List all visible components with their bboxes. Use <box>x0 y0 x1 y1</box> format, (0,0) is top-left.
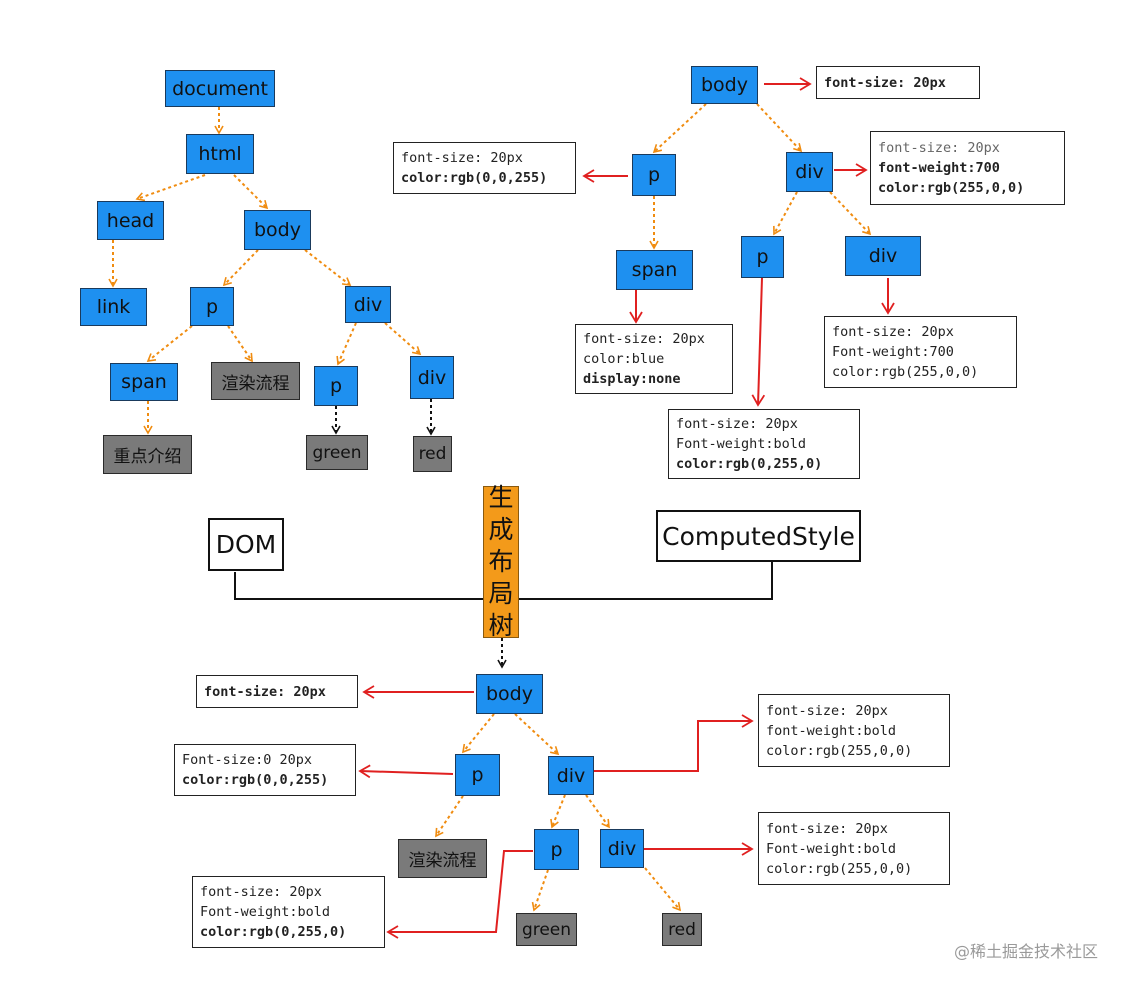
style-p-line-2: color:rgb(0,0,255) <box>401 170 548 186</box>
layout-node-div: div <box>548 756 594 795</box>
style-div2-box: font-size: 20px Font-weight:700 color:rg… <box>824 316 1017 388</box>
layout-div2-line-3: color:rgb(255,0,0) <box>766 860 913 877</box>
style-node-p2: p <box>741 236 784 278</box>
layout-div-line-1: font-size: 20px <box>766 702 888 719</box>
layout-div-box: font-size: 20px font-weight:bold color:r… <box>758 694 950 767</box>
dom-node-text-green: green <box>306 435 368 470</box>
dom-node-text-intro: 重点介绍 <box>103 435 192 474</box>
style-div-box: font-size: 20px font-weight:700 color:rg… <box>870 131 1065 205</box>
layout-node-p2: p <box>534 829 579 870</box>
dom-node-div: div <box>345 286 391 323</box>
layout-div2-box: font-size: 20px Font-weight:bold color:r… <box>758 812 950 885</box>
layout-node-text-render: 渲染流程 <box>398 839 487 878</box>
layout-p-line-2: color:rgb(0,0,255) <box>182 772 329 788</box>
layout-node-body: body <box>476 674 543 714</box>
dom-node-link: link <box>80 288 147 326</box>
style-span-line-1: font-size: 20px <box>583 331 705 347</box>
generate-char-1: 生 <box>488 483 514 512</box>
layout-tree-arrows <box>358 685 754 939</box>
style-node-p: p <box>632 154 676 196</box>
layout-node-div2: div <box>600 829 644 868</box>
dom-tree-leaf-edges <box>331 399 436 436</box>
layout-node-text-red: red <box>662 913 702 946</box>
style-node-div: div <box>786 152 833 192</box>
style-node-span: span <box>616 250 693 290</box>
layout-tree-edges <box>435 713 682 912</box>
layout-div2-line-2: Font-weight:bold <box>766 840 897 857</box>
generate-char-5: 树 <box>488 611 514 640</box>
dom-node-p: p <box>190 287 234 326</box>
style-p2-line-3: color:rgb(0,255,0) <box>676 456 823 472</box>
style-div-line-1: font-size: 20px <box>878 140 1000 156</box>
style-div2-line-3: color:rgb(255,0,0) <box>832 364 979 380</box>
style-p2-line-1: font-size: 20px <box>676 416 798 432</box>
layout-p2-line-3: color:rgb(0,255,0) <box>200 924 347 940</box>
computed-style-label: ComputedStyle <box>656 510 861 562</box>
dom-node-text-red: red <box>413 436 452 472</box>
style-tree-arrows <box>582 77 895 407</box>
layout-p-box: Font-size:0 20px color:rgb(0,0,255) <box>174 744 356 796</box>
generate-char-4: 局 <box>488 579 514 608</box>
dom-node-html: html <box>186 134 254 174</box>
style-body-box: font-size: 20px <box>816 66 980 99</box>
layout-node-p: p <box>455 754 500 796</box>
dom-node-body: body <box>244 210 311 250</box>
layout-node-text-green: green <box>516 913 577 946</box>
style-div2-line-2: Font-weight:700 <box>832 344 954 360</box>
generate-layout-tree-label: 生 成 布 局 树 <box>483 483 519 640</box>
generate-char-3: 布 <box>488 547 514 576</box>
dom-node-div2: div <box>410 356 454 399</box>
style-div2-line-1: font-size: 20px <box>832 324 954 340</box>
layout-body-box: font-size: 20px <box>196 675 358 708</box>
style-node-div2: div <box>845 236 921 276</box>
layout-p-line-1: Font-size:0 20px <box>182 752 313 768</box>
style-tree-edges <box>649 103 872 250</box>
style-div-line-3: color:rgb(255,0,0) <box>878 180 1025 196</box>
dom-node-text-render: 渲染流程 <box>211 362 300 400</box>
dom-node-document: document <box>165 70 275 107</box>
style-node-body: body <box>691 66 758 104</box>
style-body-line-1: font-size: 20px <box>824 74 946 91</box>
dom-node-p2: p <box>314 366 358 406</box>
dom-node-head: head <box>97 201 164 240</box>
layout-p2-box: font-size: 20px Font-weight:bold color:r… <box>192 876 385 948</box>
style-p-box: font-size: 20px color:rgb(0,0,255) <box>393 142 576 194</box>
style-span-box: font-size: 20px color:blue display:none <box>575 324 733 394</box>
layout-div-line-2: font-weight:bold <box>766 722 897 739</box>
layout-p2-line-1: font-size: 20px <box>200 884 322 900</box>
generate-char-2: 成 <box>488 515 514 544</box>
dom-node-span: span <box>110 363 178 401</box>
style-p2-line-2: Font-weight:bold <box>676 436 807 452</box>
layout-div-line-3: color:rgb(255,0,0) <box>766 742 913 759</box>
style-div-line-2: font-weight:700 <box>878 160 1000 176</box>
style-p-line-1: font-size: 20px <box>401 150 523 166</box>
dom-tree-edges <box>108 107 422 435</box>
dom-label: DOM <box>208 518 284 571</box>
style-span-line-3: display:none <box>583 371 681 387</box>
style-p2-box: font-size: 20px Font-weight:bold color:r… <box>668 409 860 479</box>
layout-div2-line-1: font-size: 20px <box>766 820 888 837</box>
layout-p2-line-2: Font-weight:bold <box>200 904 331 920</box>
watermark: @稀土掘金技术社区 <box>954 942 1099 961</box>
layout-body-line-1: font-size: 20px <box>204 683 326 700</box>
style-span-line-2: color:blue <box>583 351 665 367</box>
